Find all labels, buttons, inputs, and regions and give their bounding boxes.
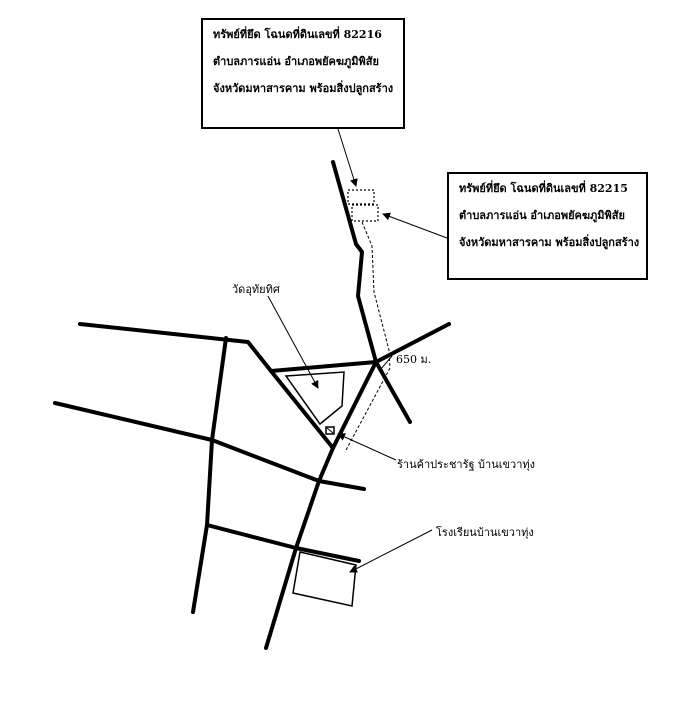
road-main-north (331, 160, 412, 424)
temple-label: วัดอุทัยทิศ (232, 283, 280, 296)
parcel-82215 (351, 204, 379, 222)
road-west-long (53, 401, 366, 491)
property-82216-title: ทรัพย์ที่ยึด โฉนดที่ดินเลขที่ 82216 (213, 28, 382, 41)
road-west-diagonal (78, 322, 335, 450)
property-82215-province: จังหวัดมหาสารคาม พร้อมสิ่งปลูกสร้าง (459, 236, 640, 249)
road-west-vertical (191, 336, 228, 614)
leader-property-1 (337, 128, 358, 187)
school-label: โรงเรียนบ้านเขวาทุ่ง (436, 526, 534, 539)
property-82215-callout: ทรัพย์ที่ยึด โฉนดที่ดินเลขที่ 82215 ตำบล… (447, 172, 648, 280)
parcel-82216 (347, 189, 375, 205)
distance-label: 650 ม. (396, 353, 432, 366)
route-dashed (344, 221, 391, 453)
road-south-cross (205, 523, 361, 563)
road-main-south (264, 446, 335, 650)
leader-shop (337, 433, 397, 461)
leader-lines (267, 128, 448, 573)
property-82216-subdistrict: ตำบลภารแอ่น อำเภอพยัคฆภูมิพิสัย (213, 55, 379, 68)
leader-distance (379, 355, 393, 371)
shop-label: ร้านค้าประชารัฐ บ้านเขวาทุ่ง (397, 458, 535, 471)
leader-school (349, 529, 433, 573)
leader-property-2 (382, 212, 448, 239)
property-82215-subdistrict: ตำบลภารแอ่น อำเภอพยัคฆภูมิพิสัย (459, 209, 625, 222)
temple-boundary (284, 371, 345, 426)
road-north-east (374, 322, 451, 364)
property-82215-title: ทรัพย์ที่ยึด โฉนดที่ดินเลขที่ 82215 (459, 182, 628, 195)
property-82216-province: จังหวัดมหาสารคาม พร้อมสิ่งปลูกสร้าง (213, 82, 394, 95)
school-boundary (292, 551, 357, 607)
road-triangle-top (269, 360, 378, 373)
leader-temple (267, 295, 319, 389)
property-82216-callout: ทรัพย์ที่ยึด โฉนดที่ดินเลขที่ 82216 ตำบล… (201, 18, 405, 129)
road-network (53, 160, 451, 650)
